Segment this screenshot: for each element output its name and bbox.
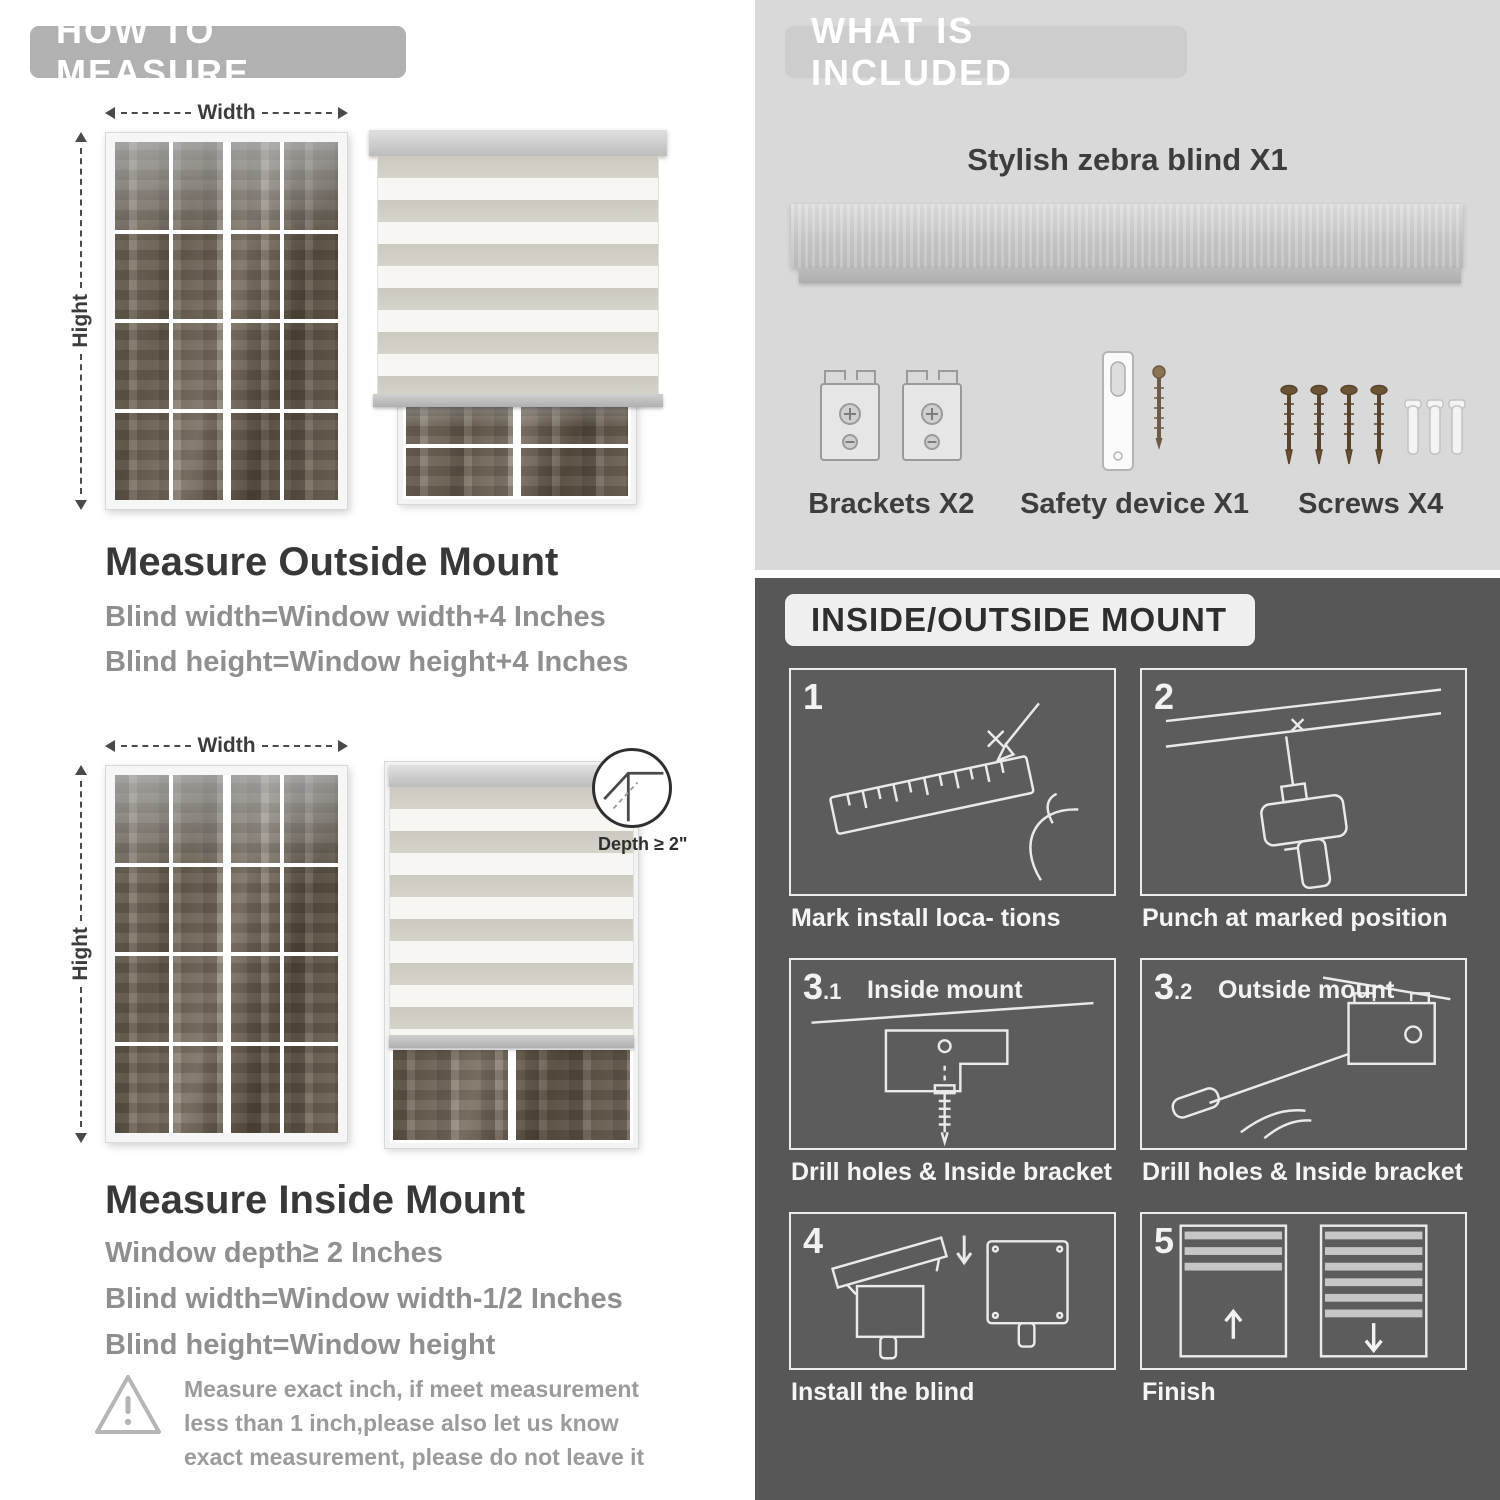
- height-label: Hight: [69, 927, 92, 981]
- step-caption: Install the blind: [791, 1378, 975, 1406]
- inside-bracket-icon: [811, 1001, 1094, 1147]
- finish-icon: [1179, 1224, 1428, 1358]
- included-item-brackets: Brackets X2: [775, 326, 1008, 521]
- mount-step-3-1: 3.1 Inside mount: [789, 958, 1116, 1200]
- inside-mount-title: Measure Inside Mount: [105, 1178, 526, 1222]
- width-arrow-inside: Width: [105, 734, 348, 757]
- screws-icon: [1271, 326, 1471, 478]
- inside-mount-illustration: [384, 761, 639, 1149]
- included-item-screws: Screws X4: [1261, 326, 1480, 521]
- depth-zoom-circle: [592, 748, 672, 828]
- arrow-down-icon: [75, 1133, 87, 1143]
- mount-step-1: 1: [789, 668, 1116, 946]
- arrow-up-icon: [75, 132, 87, 142]
- zebra-blind-illustration-outside: [369, 130, 667, 407]
- product-label: Stylish zebra blind X1: [967, 142, 1288, 177]
- width-label: Width: [197, 101, 256, 124]
- height-label: Hight: [69, 294, 92, 348]
- arrow-left-icon: [105, 107, 115, 119]
- inside-rule-3: Blind height=Window height: [105, 1329, 496, 1361]
- mount-instructions-panel: INSIDE/OUTSIDE MOUNT 1: [755, 578, 1500, 1500]
- mark-location-icon: [829, 702, 1079, 881]
- height-arrow-outside: Hight: [69, 132, 92, 510]
- step-caption: Finish: [1142, 1378, 1216, 1406]
- mount-step-4: 4: [789, 1212, 1116, 1420]
- window-glass: [115, 775, 338, 1133]
- blind-headrail: [389, 765, 634, 787]
- arrow-right-icon: [338, 107, 348, 119]
- blind-fabric: [389, 787, 634, 1035]
- how-to-measure-header: HOW TO MEASURE: [30, 10, 406, 93]
- included-item-safety-device: Safety device X1: [1008, 326, 1262, 521]
- window-illustration-inside: [105, 765, 348, 1143]
- safety-device-icon: [1075, 326, 1195, 478]
- blind-bottomrail: [373, 394, 663, 407]
- window-behind-blind-outside: [397, 387, 637, 505]
- brackets-label: Brackets X2: [808, 488, 975, 520]
- install-blind-icon: [831, 1235, 1069, 1360]
- zebra-blind-illustration-inside: [389, 765, 634, 1048]
- arrow-left-icon: [105, 740, 115, 752]
- outside-rule-1: Blind width=Window width+4 Inches: [105, 601, 606, 633]
- arrow-down-icon: [75, 500, 87, 510]
- width-label: Width: [197, 734, 256, 757]
- inside-rule-1: Window depth≥ 2 Inches: [105, 1237, 443, 1269]
- outside-bracket-icon: [1171, 976, 1451, 1140]
- width-arrow-outside: Width: [105, 101, 348, 124]
- blind-headrail-illustration: [791, 204, 1463, 283]
- arrow-right-icon: [338, 740, 348, 752]
- step-caption: Drill holes & Inside bracket: [791, 1158, 1112, 1186]
- mount-step-3-2: 3.2 Outside mount: [1140, 958, 1467, 1200]
- frame-corner-zoom-icon: [603, 771, 664, 822]
- mount-step-5: 5: [1140, 1212, 1467, 1420]
- what-is-included-panel: WHAT IS INCLUDED Stylish zebra blind X1: [755, 0, 1500, 570]
- what-is-included-header: WHAT IS INCLUDED: [785, 10, 1187, 93]
- outside-mount-title: Measure Outside Mount: [105, 540, 559, 584]
- step-caption: Drill holes & Inside bracket: [1142, 1158, 1463, 1186]
- inside-rule-2: Blind width=Window width-1/2 Inches: [105, 1283, 623, 1315]
- blind-bottomrail: [389, 1035, 634, 1048]
- screws-label: Screws X4: [1298, 488, 1444, 520]
- step-caption: Mark install loca- tions: [791, 904, 1061, 932]
- mount-header: INSIDE/OUTSIDE MOUNT: [785, 594, 1255, 646]
- mount-steps-grid: 1: [789, 668, 1467, 1432]
- height-arrow-inside: Hight: [69, 765, 92, 1143]
- arrow-up-icon: [75, 765, 87, 775]
- measure-note: Measure exact inch, if meet measurement …: [184, 1376, 645, 1470]
- included-items-row: Brackets X2 Safety device X1: [775, 326, 1480, 521]
- blind-headrail: [369, 130, 667, 156]
- window-glass: [115, 142, 338, 500]
- warning-triangle-icon: [95, 1375, 161, 1434]
- blind-fabric: [377, 156, 659, 394]
- safety-device-label: Safety device X1: [1020, 488, 1249, 520]
- outside-rule-2: Blind height=Window height+4 Inches: [105, 646, 629, 678]
- step-caption: Punch at marked position: [1142, 904, 1448, 932]
- drill-icon: [1165, 688, 1442, 890]
- window-illustration-outside: [105, 132, 348, 510]
- mount-step-2: 2: [1140, 668, 1467, 946]
- depth-callout-label: Depth ≥ 2": [598, 834, 688, 854]
- brackets-icon: [811, 326, 971, 478]
